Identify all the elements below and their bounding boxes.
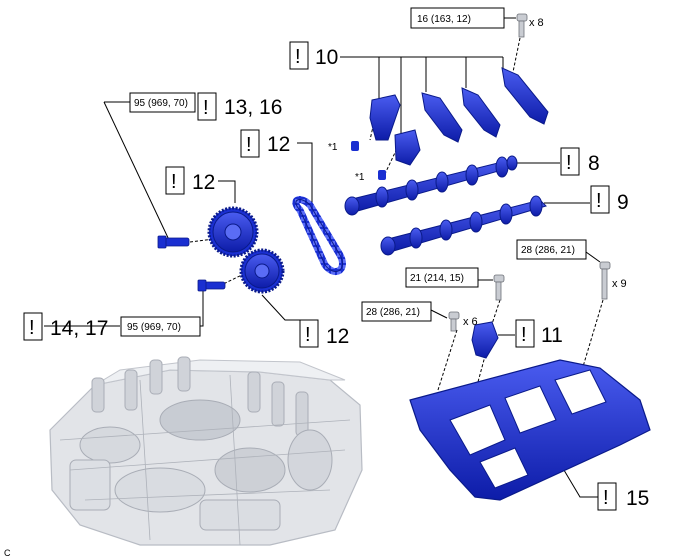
caution-icon: ! — [521, 324, 527, 346]
callout-number: 14, 17 — [50, 317, 108, 340]
dowel-pin — [378, 170, 386, 180]
caution-icon: ! — [171, 171, 177, 193]
caution-icon: ! — [29, 317, 35, 339]
callout-number: 13, 16 — [224, 96, 282, 119]
caution-icon: ! — [305, 324, 311, 346]
torque-spec: 28 (286, 21) — [366, 307, 420, 318]
callout-number: 9 — [617, 191, 629, 214]
dowel-pin — [351, 141, 359, 151]
callout-number: 11 — [541, 324, 563, 347]
caution-icon: ! — [596, 190, 602, 212]
camshaft-no2 — [344, 155, 518, 216]
bracket-bolt — [493, 274, 505, 301]
callout-number: 8 — [588, 152, 600, 175]
callout-number: 10 — [315, 46, 338, 69]
camshaft-housing — [409, 359, 651, 501]
quantity-label: x 6 — [463, 316, 478, 328]
caution-icon: ! — [246, 134, 252, 156]
parts — [157, 13, 651, 501]
torque-spec-boxes: 16 (163, 12) 95 (969, 70) 95 (969, 70) 2… — [120, 7, 587, 337]
camshaft — [380, 195, 547, 256]
quantity-label: x 8 — [529, 17, 544, 29]
camshaft-timing-sprocket — [239, 248, 285, 294]
torque-spec: 95 (969, 70) — [127, 322, 181, 333]
quantity-label: x 9 — [612, 278, 627, 290]
callout-number: 12 — [326, 325, 349, 348]
camshaft-bearing-cap — [369, 67, 549, 166]
callout-number: 12 — [192, 171, 215, 194]
torque-spec: 28 (286, 21) — [521, 245, 575, 256]
callout-number: 15 — [626, 487, 649, 510]
caution-icon: ! — [566, 152, 572, 174]
note-marker: *1 — [328, 142, 338, 153]
bearing-cap-bolt — [516, 13, 528, 38]
timing-chain — [292, 196, 346, 275]
caution-icon: ! — [603, 487, 609, 509]
housing-bolt — [599, 261, 611, 300]
note-marker: *1 — [355, 172, 365, 183]
caution-icon: ! — [295, 46, 301, 68]
callout-number: 12 — [267, 133, 290, 156]
bearing-bolt — [448, 311, 460, 332]
callouts: ! 10 ! 13, 16 ! 12 ! 12 ! 8 ! 9 ! 14, 17… — [23, 41, 649, 511]
torque-spec: 16 (163, 12) — [417, 14, 471, 25]
engine-block-illustration — [49, 356, 363, 546]
figure-code: C — [4, 548, 11, 558]
torque-spec: 95 (969, 70) — [134, 98, 188, 109]
camshaft-timing-gear — [207, 206, 259, 258]
caution-icon: ! — [203, 97, 209, 119]
bolt — [157, 235, 226, 292]
torque-spec: 21 (214, 15) — [410, 273, 464, 284]
bracket — [471, 321, 499, 359]
